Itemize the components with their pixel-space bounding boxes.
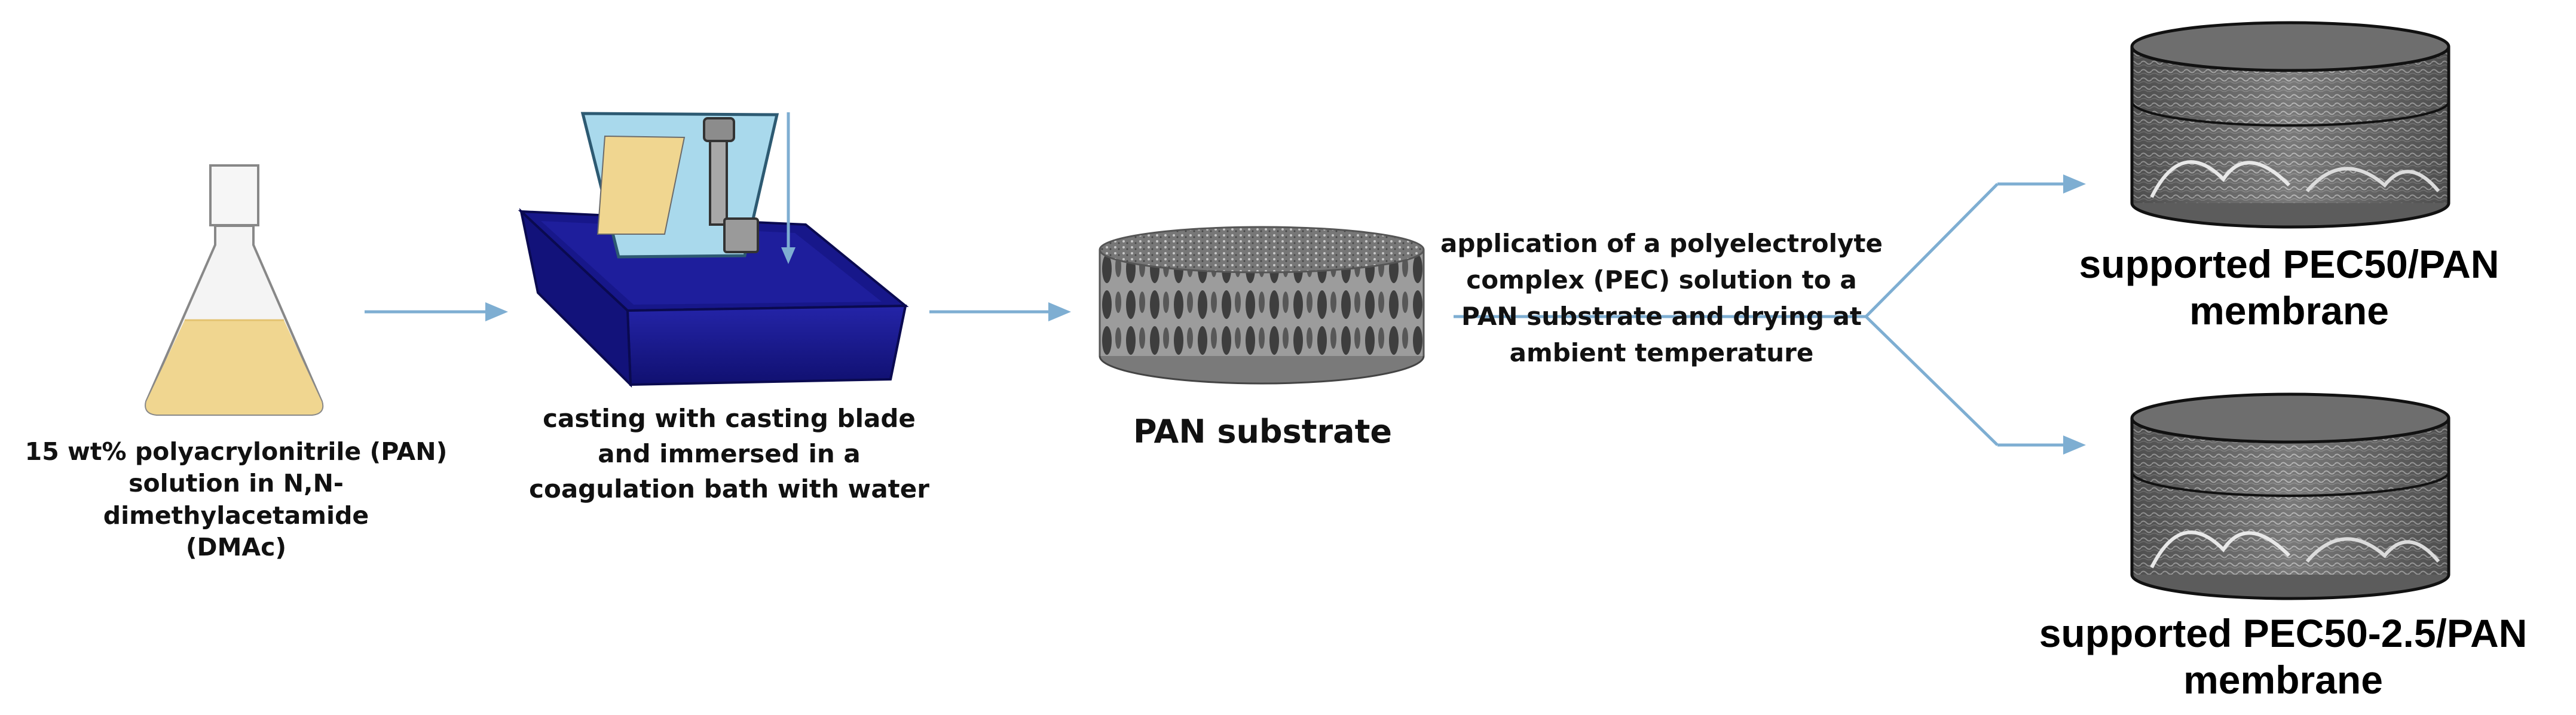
solution-caption-line3: (DMAc): [185, 532, 287, 561]
membrane-top-line1: supported PEC50/PAN: [2079, 242, 2499, 286]
membrane-bottom-line2: membrane: [2183, 657, 2383, 702]
solution-caption-line2: solution in N,N-dimethylacetamide: [103, 469, 369, 530]
casting-caption-line1: casting with casting blade: [543, 404, 916, 433]
membrane-top-caption: supported PEC50/PAN membrane: [2020, 241, 2558, 335]
membrane-cylinder-icon: [2130, 392, 2450, 600]
application-caption-line2: complex (PEC) solution to a: [1466, 265, 1857, 294]
solution-caption-line1: 15 wt% polyacrylonitrile (PAN): [25, 437, 448, 466]
solution-caption: 15 wt% polyacrylonitrile (PAN) solution …: [0, 436, 472, 563]
membrane-top-line2: membrane: [2189, 288, 2389, 333]
casting-caption-line3: coagulation bath with water: [529, 474, 929, 504]
application-caption: application of a polyelectrolyte complex…: [1422, 226, 1901, 372]
casting-bath-icon: [518, 112, 909, 388]
porous-disc-icon: [1099, 226, 1425, 385]
application-caption-line3: PAN substrate and drying at: [1461, 301, 1862, 331]
arrow-solution-to-casting: [365, 302, 508, 321]
membrane-bottom-line1: supported PEC50-2.5/PAN: [2039, 611, 2528, 655]
membrane-bottom-caption: supported PEC50-2.5/PAN membrane: [1990, 610, 2576, 704]
application-caption-line4: ambient temperature: [1509, 337, 1814, 367]
erlenmeyer-flask-icon: [145, 164, 324, 416]
membrane-cylinder-icon: [2130, 21, 2450, 229]
substrate-caption: PAN substrate: [1100, 411, 1425, 453]
substrate-label: PAN substrate: [1133, 413, 1393, 450]
application-caption-line1: application of a polyelectrolyte: [1440, 229, 1883, 258]
casting-caption-line2: and immersed in a: [598, 438, 861, 468]
casting-caption: casting with casting blade and immersed …: [514, 401, 944, 507]
arrow-casting-to-substrate: [929, 302, 1071, 321]
arrow-branch: [1454, 174, 2086, 455]
